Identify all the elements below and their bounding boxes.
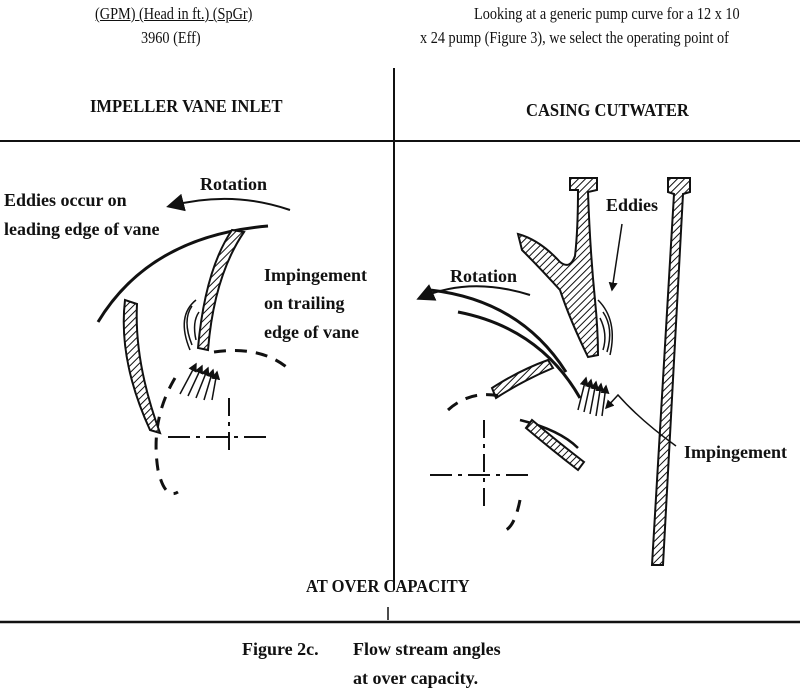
- impeller-eddy-loops: [183, 299, 200, 351]
- figure-label: Figure 2c.: [242, 639, 319, 659]
- right-panel-title: CASING CUTWATER: [526, 100, 689, 120]
- eddies-pointer: [608, 223, 623, 292]
- impeller-outer-arc-2: [457, 310, 582, 399]
- left-panel-title: IMPELLER VANE INLET: [90, 96, 283, 116]
- impingement-trailing-label-line3: edge of vane: [264, 322, 359, 342]
- formula-numerator: (GPM) (Head in ft.) (SpGr): [95, 4, 253, 23]
- cutwater-eddy-loops: [597, 299, 613, 356]
- impeller-shroud-arc: [96, 224, 269, 323]
- cutwater-tongue: [516, 177, 600, 359]
- formula-denominator: 3960 (Eff): [141, 28, 201, 47]
- impingement-trailing-label-line1: Impingement: [264, 265, 367, 285]
- caption-line-2: at over capacity.: [353, 668, 478, 688]
- cutwater-impingement-label: Impingement: [684, 442, 787, 462]
- casing-cutwater-drawing: Rotation Eddies Impingement: [416, 177, 787, 566]
- impeller-outer-arc-3: [519, 418, 579, 449]
- cutwater-eddies-label: Eddies: [606, 195, 658, 215]
- cutwater-impingement-arrows: [577, 376, 610, 417]
- condition-label: AT OVER CAPACITY: [306, 576, 470, 596]
- caption-line-1: Flow stream angles: [353, 639, 501, 659]
- impeller-rotation-arrow: [166, 193, 291, 212]
- cutwater-impeller-vane-upper: [490, 358, 555, 400]
- impeller-vane-trailing: [196, 228, 246, 352]
- impeller-vane-leading: [122, 298, 162, 435]
- impingement-trailing-label-line2: on trailing: [264, 293, 345, 313]
- cutwater-rotation-label: Rotation: [450, 266, 517, 286]
- impingement-pointer: [604, 393, 677, 447]
- cutwater-eye-dashed-arc: [446, 393, 522, 532]
- impeller-eye-dashed-arc: [154, 348, 291, 496]
- eddies-occur-label-line2: leading edge of vane: [4, 219, 160, 239]
- cutwater-impeller-vane-lower: [524, 418, 586, 472]
- casing-wall: [650, 177, 691, 566]
- eddies-occur-label-line1: Eddies occur on: [4, 190, 127, 210]
- impeller-impingement-arrows: [179, 362, 221, 401]
- cutwater-rotation-arrow: [416, 284, 531, 301]
- impeller-outer-arc-1: [429, 288, 568, 373]
- impeller-vane-inlet-drawing: Rotation Eddies occur on leading edge of…: [4, 174, 367, 496]
- paragraph-line-2: x 24 pump (Figure 3), we select the oper…: [420, 28, 729, 47]
- paragraph-line-1: Looking at a generic pump curve for a 12…: [474, 4, 740, 23]
- impeller-rotation-label: Rotation: [200, 174, 267, 194]
